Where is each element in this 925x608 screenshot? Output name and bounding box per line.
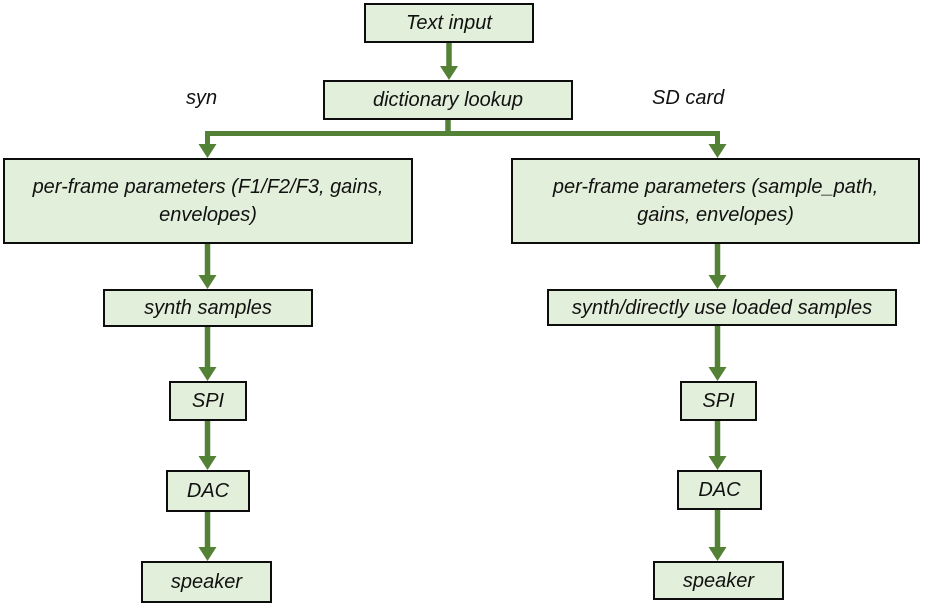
arrow-rightparams-to-synth [708,244,727,289]
branch-connector [198,120,727,158]
node-text-input: Text input [364,3,534,43]
arrow-dac-to-speaker-left [198,512,217,561]
arrow-leftparams-to-synth [198,244,217,289]
arrow-spi-to-dac-right [708,421,727,470]
node-speaker-left: speaker [141,561,272,603]
node-synth-directly-use-loaded-samples: synth/directly use loaded samples [547,289,897,326]
arrow-spi-to-dac-left [198,421,217,470]
branch-label-syn: syn [186,87,218,109]
node-synth-samples: synth samples [103,289,313,327]
node-left-per-frame-parameters: per-frame parameters (F1/F2/F3, gains, e… [3,158,413,244]
arrow-textinput-to-dictionary [440,43,458,80]
node-right-per-frame-parameters: per-frame parameters (sample_path, gains… [511,158,920,244]
arrow-synth-to-spi-left [198,327,217,381]
node-speaker-right: speaker [653,561,784,600]
branch-label-sd-card: SD card [652,87,725,109]
node-spi-left: SPI [169,381,247,421]
arrow-synth-to-spi-right [708,326,727,381]
node-dictionary-lookup: dictionary lookup [323,80,573,120]
node-dac-right: DAC [677,470,762,510]
node-dac-left: DAC [166,470,250,512]
arrow-dac-to-speaker-right [708,510,727,561]
node-spi-right: SPI [680,381,757,421]
